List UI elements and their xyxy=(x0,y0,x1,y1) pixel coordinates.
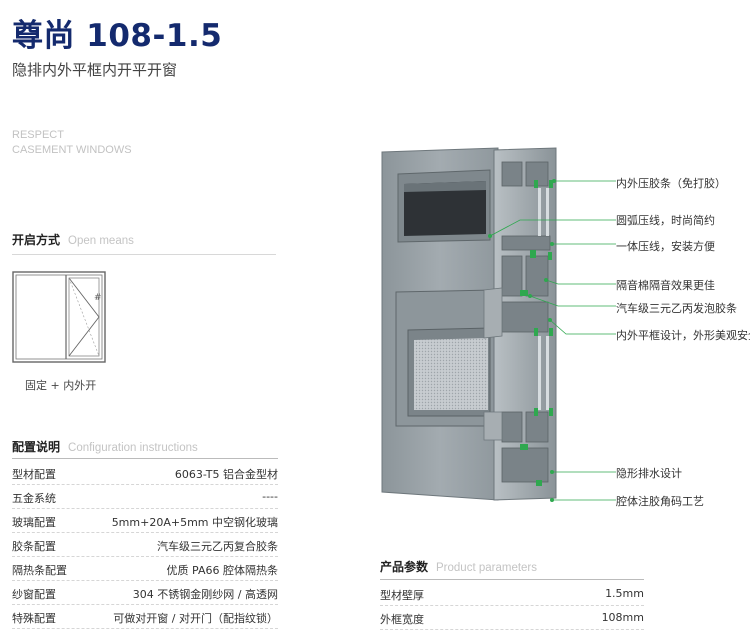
config-row-hardware: 五金系统 ---- xyxy=(12,485,278,509)
config-row-gasket: 胶条配置 汽车级三元乙丙复合胶条 xyxy=(12,533,278,557)
config-label: 特殊配置 xyxy=(12,612,56,625)
callout-integrated-bead: 一体压线，安装方便 xyxy=(616,240,715,253)
config-row-thermal-strip: 隔热条配置 优质 PA66 腔体隔热条 xyxy=(12,557,278,581)
configuration-heading: 配置说明 Configuration instructions xyxy=(12,438,198,455)
callout-arc-bead: 圆弧压线，时尚简约 xyxy=(616,214,715,227)
config-value: ---- xyxy=(262,490,278,503)
configuration-title: 配置说明 xyxy=(12,440,61,454)
open-means-title-en: Open means xyxy=(68,235,134,247)
config-value: 优质 PA66 腔体隔热条 xyxy=(166,564,278,577)
callout-pressure-gasket: 内外压胶条（免打胶） xyxy=(616,177,726,190)
callout-sound-insulation: 隔音棉隔音效果更佳 xyxy=(616,279,715,292)
section-divider xyxy=(12,254,276,255)
config-value: 汽车级三元乙丙复合胶条 xyxy=(157,540,278,553)
open-means-title: 开启方式 xyxy=(12,233,61,247)
config-label: 隔热条配置 xyxy=(12,564,67,577)
config-label: 型材配置 xyxy=(12,468,56,481)
config-row-profile: 型材配置 6063-T5 铝合金型材 xyxy=(12,461,278,485)
config-label: 胶条配置 xyxy=(12,540,56,553)
param-label: 型材壁厚 xyxy=(380,589,424,602)
param-row-wall-thickness: 型材壁厚 1.5mm xyxy=(380,582,644,606)
config-value: 5mm+20A+5mm 中空钢化玻璃 xyxy=(111,516,278,529)
configuration-title-en: Configuration instructions xyxy=(68,442,198,454)
param-value: 108mm xyxy=(601,611,644,624)
open-means-caption: 固定 + 内外开 xyxy=(25,379,97,392)
callout-hidden-drainage: 隐形排水设计 xyxy=(616,467,682,480)
callout-epdm-foam-gasket: 汽车级三元乙丙发泡胶条 xyxy=(616,302,737,315)
param-row-frame-width: 外框宽度 108mm xyxy=(380,606,644,630)
config-row-special: 特殊配置 可做对开窗 / 对开门（配指纹锁） xyxy=(12,605,278,629)
product-parameters-title-en: Product parameters xyxy=(436,562,538,574)
watermark-line-2: CASEMENT WINDOWS xyxy=(12,144,132,156)
product-parameters-heading: 产品参数 Product parameters xyxy=(380,558,537,575)
callout-flush-frame-design: 内外平框设计，外形美观安全 xyxy=(616,329,750,342)
watermark-text: RESPECT CASEMENT WINDOWS xyxy=(12,128,132,158)
window-section-illustration xyxy=(381,147,616,502)
callout-injected-corner-cleat: 腔体注胶角码工艺 xyxy=(616,495,704,508)
config-value: 可做对开窗 / 对开门（配指纹锁） xyxy=(113,612,278,625)
window-opening-diagram: # xyxy=(12,271,106,363)
section-divider xyxy=(380,579,644,580)
config-label: 五金系统 xyxy=(12,492,56,505)
watermark-line-1: RESPECT xyxy=(12,129,64,141)
diagram-mark: # xyxy=(94,293,102,303)
section-divider xyxy=(12,458,278,459)
config-value: 304 不锈钢金刚纱网 / 高透网 xyxy=(132,588,278,601)
open-means-heading: 开启方式 Open means xyxy=(12,231,134,248)
product-subtitle: 隐排内外平框内开平开窗 xyxy=(12,61,178,79)
product-parameters-title: 产品参数 xyxy=(380,560,429,574)
config-label: 纱窗配置 xyxy=(12,588,56,601)
config-row-glass: 玻璃配置 5mm+20A+5mm 中空钢化玻璃 xyxy=(12,509,278,533)
param-value: 1.5mm xyxy=(605,587,644,600)
product-title: 尊尚 108-1.5 xyxy=(12,18,223,54)
param-label: 外框宽度 xyxy=(380,613,424,626)
config-value: 6063-T5 铝合金型材 xyxy=(174,468,278,481)
config-label: 玻璃配置 xyxy=(12,516,56,529)
config-row-screen: 纱窗配置 304 不锈钢金刚纱网 / 高透网 xyxy=(12,581,278,605)
